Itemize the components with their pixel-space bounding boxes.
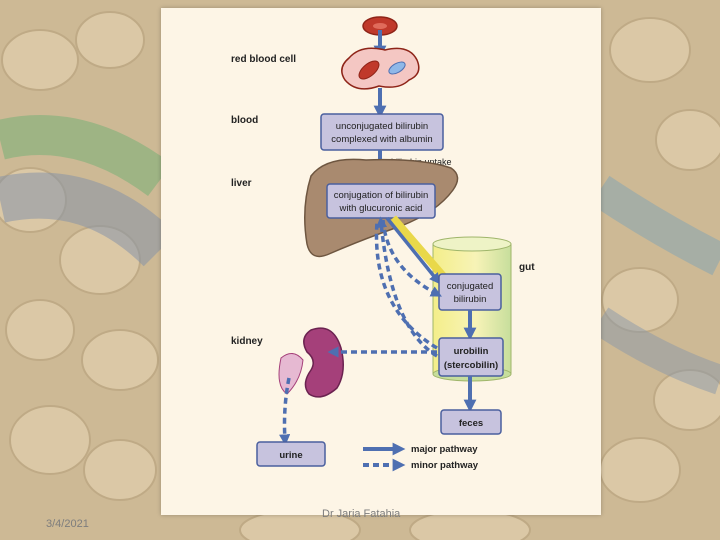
legend-minor-label: minor pathway <box>411 460 479 471</box>
conjugated-line1: conjugated <box>447 281 493 292</box>
unconjugated-line2: complexed with albumin <box>331 134 432 145</box>
feces-box <box>440 409 502 435</box>
label-gut: gut <box>519 262 535 273</box>
kidney-icon <box>303 327 344 398</box>
macrophage-cell-icon <box>341 47 420 90</box>
diagram-panel: red blood cell blood liver gut kidney un… <box>161 8 601 515</box>
conjugation-line1: conjugation of bilirubin <box>334 190 429 201</box>
conjugated-line2: bilirubin <box>454 294 487 305</box>
label-red-blood-cell: red blood cell <box>231 54 296 65</box>
feces-label: feces <box>459 418 483 429</box>
urine-label: urine <box>279 450 302 461</box>
footer-author: Dr Jaria Fatahia <box>322 508 401 520</box>
legend-major-label: major pathway <box>411 444 478 455</box>
urobilin-line2: (stercobilin) <box>444 360 498 371</box>
bilirubin-metabolism-diagram: red blood cell blood liver gut kidney un… <box>231 16 535 472</box>
label-blood: blood <box>231 115 258 126</box>
conjugation-line2: with glucuronic acid <box>339 203 423 214</box>
urobilin-line1: urobilin <box>454 346 489 357</box>
label-kidney: kidney <box>231 336 263 347</box>
footer-date: 3/4/2021 <box>46 518 89 530</box>
label-liver: liver <box>231 178 252 189</box>
urine-box <box>256 441 326 467</box>
unconjugated-line1: unconjugated bilirubin <box>336 121 428 132</box>
